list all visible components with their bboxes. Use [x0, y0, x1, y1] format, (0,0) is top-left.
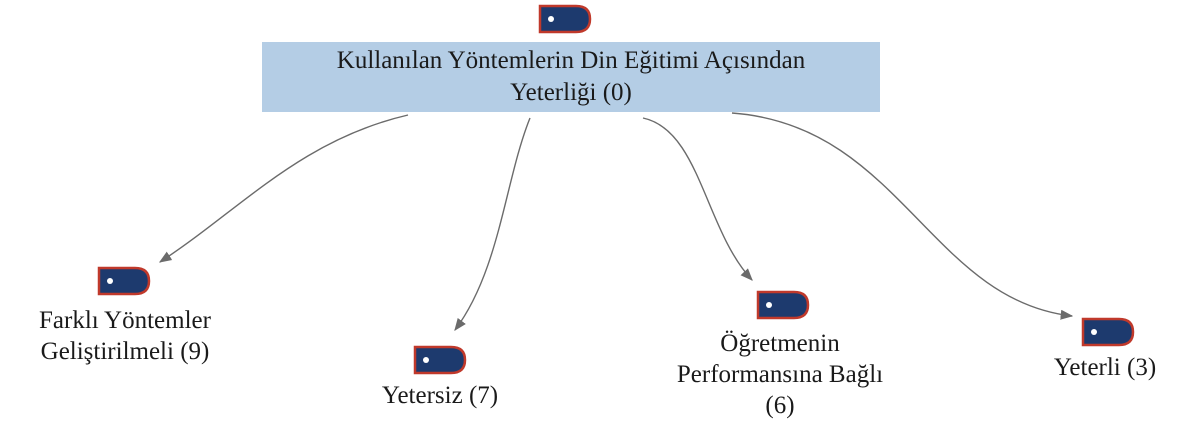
code-node-icon[interactable] — [1081, 317, 1135, 347]
edge-to-yeterli — [731, 112, 1074, 320]
root-label-line-2: Yeterliği (0) — [510, 79, 632, 106]
root-label-line-1: Kullanılan Yöntemlerin Din Eğitimi Açısı… — [336, 47, 806, 74]
node-label-farkli-yontemler[interactable]: Farklı Yöntemler Geliştirilmeli (9) — [0, 305, 250, 367]
node-label-yeterli[interactable]: Yeterli (3) — [1025, 352, 1185, 383]
node-label-line-1: Öğretmenin — [720, 330, 840, 357]
code-node-icon[interactable] — [538, 4, 592, 34]
edge-to-yetersiz — [454, 117, 531, 332]
code-node-icon[interactable] — [97, 266, 151, 296]
edge-to-farkli-yontemler — [158, 114, 409, 263]
code-node-icon[interactable] — [756, 290, 810, 320]
node-label-line-2: Performansına Bağlı — [676, 361, 884, 388]
edge-to-ogretmenin-performansina-bagli — [642, 117, 753, 281]
node-label-line-1: Yeterli (3) — [1053, 354, 1157, 381]
node-label-ogretmenin-performansina-bagli[interactable]: Öğretmenin Performansına Bağlı (6) — [630, 328, 930, 421]
node-label-yetersiz[interactable]: Yetersiz (7) — [355, 380, 525, 411]
root-node-label[interactable]: Kullanılan Yöntemlerin Din Eğitimi Açısı… — [262, 42, 880, 112]
node-label-line-1: Farklı Yöntemler — [39, 307, 211, 334]
node-label-line-1: Yetersiz (7) — [381, 382, 499, 409]
code-node-icon[interactable] — [413, 345, 467, 375]
node-label-line-3: (6) — [765, 392, 795, 419]
node-label-line-2: Geliştirilmeli (9) — [40, 338, 210, 365]
